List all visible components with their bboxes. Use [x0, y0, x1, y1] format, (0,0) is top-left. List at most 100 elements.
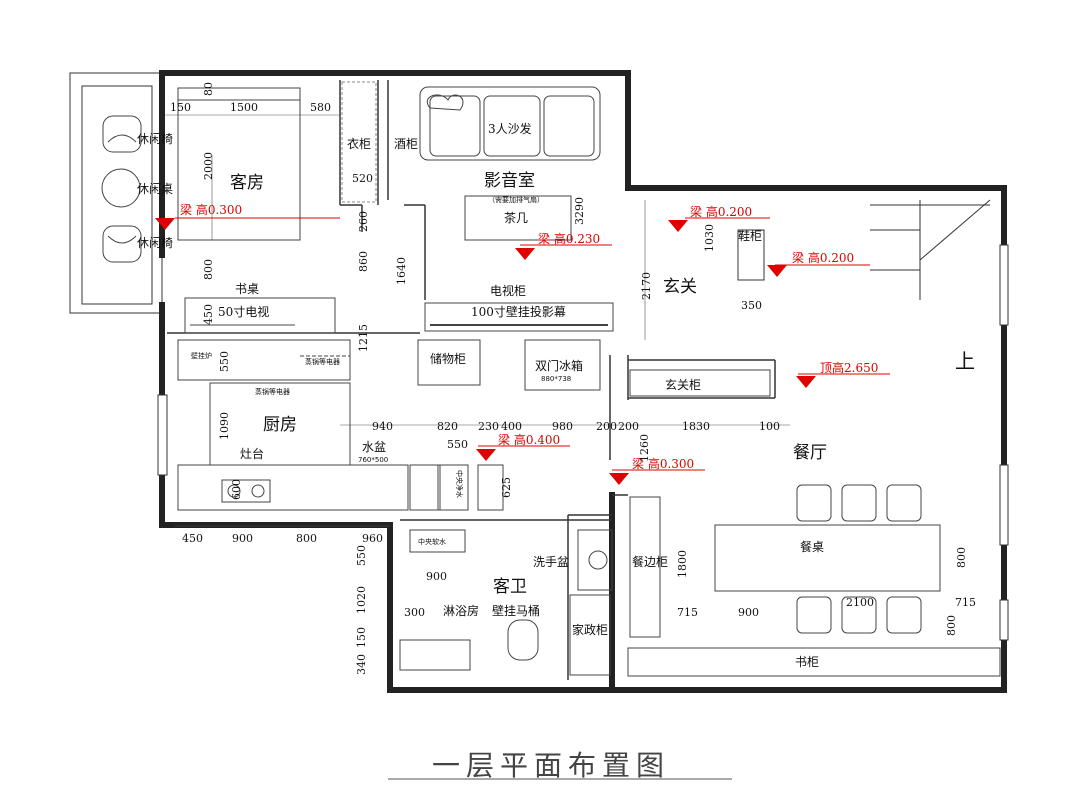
foyer-cabinet-outline: [629, 369, 771, 397]
room-dining: 餐厅: [793, 443, 827, 463]
dim-label: 260: [357, 211, 370, 232]
beam-label-kitchen: 梁 高0.400: [498, 432, 560, 447]
dimension-lines: [165, 114, 790, 527]
kitchen-counters: [177, 339, 601, 511]
label-fridge: 双门冰箱: [535, 358, 583, 373]
label-water-softener: 中央软水: [418, 537, 446, 546]
beam-label-stair: 梁 高0.200: [792, 250, 854, 265]
dim-label: 450: [182, 532, 203, 545]
dim-label: 600: [230, 479, 243, 500]
dim-label: 860: [357, 251, 370, 272]
dim-label: 625: [500, 477, 513, 498]
dim-label: 980: [552, 420, 573, 433]
label-stairs-up: 上: [955, 349, 975, 373]
dim-label: 580: [310, 101, 331, 114]
beam-markers: [155, 218, 816, 485]
dim-label: 1090: [218, 412, 231, 440]
dim-label: 820: [437, 420, 458, 433]
beam-lines: [175, 217, 890, 471]
dim-label: 1640: [395, 257, 408, 285]
dim-label: 400: [501, 420, 522, 433]
dim-label: 520: [352, 172, 373, 185]
lounge-chair-bottom-icon: [102, 225, 142, 263]
dim-label: 1500: [230, 101, 258, 114]
label-foyer-cabinet: 玄关柜: [665, 377, 701, 392]
windows: [157, 244, 1009, 641]
label-wall-oven: 壁挂炉: [191, 351, 212, 360]
dim-label: 550: [218, 351, 231, 372]
room-foyer: 玄关: [663, 277, 697, 297]
dim-label: 550: [355, 545, 368, 566]
label-exhaust-note: （需要加排气扇）: [488, 195, 544, 204]
guest-bed: [177, 87, 301, 241]
lounge-chair-top-icon: [102, 115, 142, 153]
room-av: 影音室: [484, 171, 535, 191]
label-stove: 灶台: [240, 446, 264, 461]
label-household-cabinet: 家政柜: [572, 622, 608, 637]
label-tv-cabinet: 电视柜: [490, 283, 526, 298]
dim-label: 900: [426, 570, 447, 583]
dim-label: 800: [945, 615, 958, 636]
label-fridge-size: 880*738: [541, 375, 571, 383]
label-lounge-table: 休闲桌: [137, 182, 173, 196]
dim-label: 900: [232, 532, 253, 545]
label-sideboard: 餐边柜: [632, 554, 668, 569]
label-water-purifier: 中央净水: [455, 470, 464, 498]
dim-label: 350: [741, 299, 762, 312]
dimension-labels-vertical: 80 2000 260 860 1640 800 450 1215 3290 2…: [202, 82, 968, 675]
label-wash-basin: 洗手盆: [533, 555, 569, 569]
beam-label-av: 梁 高0.230: [538, 231, 600, 246]
label-sink: 水盆: [362, 440, 386, 454]
label-shower: 淋浴房: [443, 603, 479, 618]
wardrobe-outline: [341, 81, 377, 203]
dim-label: 2170: [640, 272, 653, 300]
label-sink-size: 760*500: [358, 456, 388, 464]
label-shoe-cabinet: 鞋柜: [738, 228, 762, 243]
dim-label: 150: [355, 627, 368, 648]
beam-marker-icon: [155, 218, 175, 230]
label-wine-cabinet: 酒柜: [394, 137, 418, 151]
dim-label: 940: [372, 420, 393, 433]
dining-table-set: [627, 484, 1001, 677]
dim-label: 1020: [355, 586, 368, 614]
dim-label: 900: [738, 606, 759, 619]
tea-table-outline: [464, 195, 572, 241]
beam-label-ceiling: 顶高2.650: [820, 360, 878, 375]
label-lounge-chair-top: 休闲椅: [137, 132, 173, 146]
dim-label: 550: [447, 438, 468, 451]
sofa-icon: [419, 86, 601, 161]
beam-marker-icon: [515, 248, 535, 260]
label-wardrobe: 衣柜: [347, 136, 371, 151]
dim-label: 230: [478, 420, 499, 433]
dim-label: 2000: [202, 152, 215, 180]
label-desk: 书桌: [235, 282, 259, 296]
dim-label: 800: [296, 532, 317, 545]
dim-label: 1215: [357, 324, 370, 352]
dim-label: 1260: [638, 434, 651, 462]
dim-label: 3290: [573, 197, 586, 225]
dim-label: 1830: [682, 420, 710, 433]
label-projector-screen: 100寸壁挂投影幕: [471, 304, 566, 319]
room-guest: 客房: [230, 173, 264, 193]
beam-marker-icon: [668, 220, 688, 232]
beam-label-foyer: 梁 高0.200: [690, 204, 752, 219]
dim-label: 450: [202, 304, 215, 325]
label-dining-table: 餐桌: [800, 539, 824, 554]
beam-label-dining: 梁 高0.300: [632, 456, 694, 471]
dim-label: 200: [596, 420, 617, 433]
dim-label: 800: [955, 547, 968, 568]
label-bookcase: 书柜: [795, 655, 819, 669]
label-steamer-upper: 蒸锅等电器: [305, 357, 340, 366]
tv-cabinet-outline: [424, 302, 614, 332]
beam-marker-icon: [767, 265, 787, 277]
lounge-table-icon: [101, 168, 141, 208]
stair: [737, 199, 991, 300]
exterior-walls: [159, 70, 1007, 693]
label-lounge-chair-bottom: 休闲椅: [137, 236, 173, 250]
beam-label-guest: 梁 高0.300: [180, 202, 242, 217]
dim-label: 1030: [703, 224, 716, 252]
desk-and-tv: [184, 297, 336, 334]
beam-marker-icon: [476, 449, 496, 461]
label-sofa: 3人沙发: [488, 121, 532, 136]
